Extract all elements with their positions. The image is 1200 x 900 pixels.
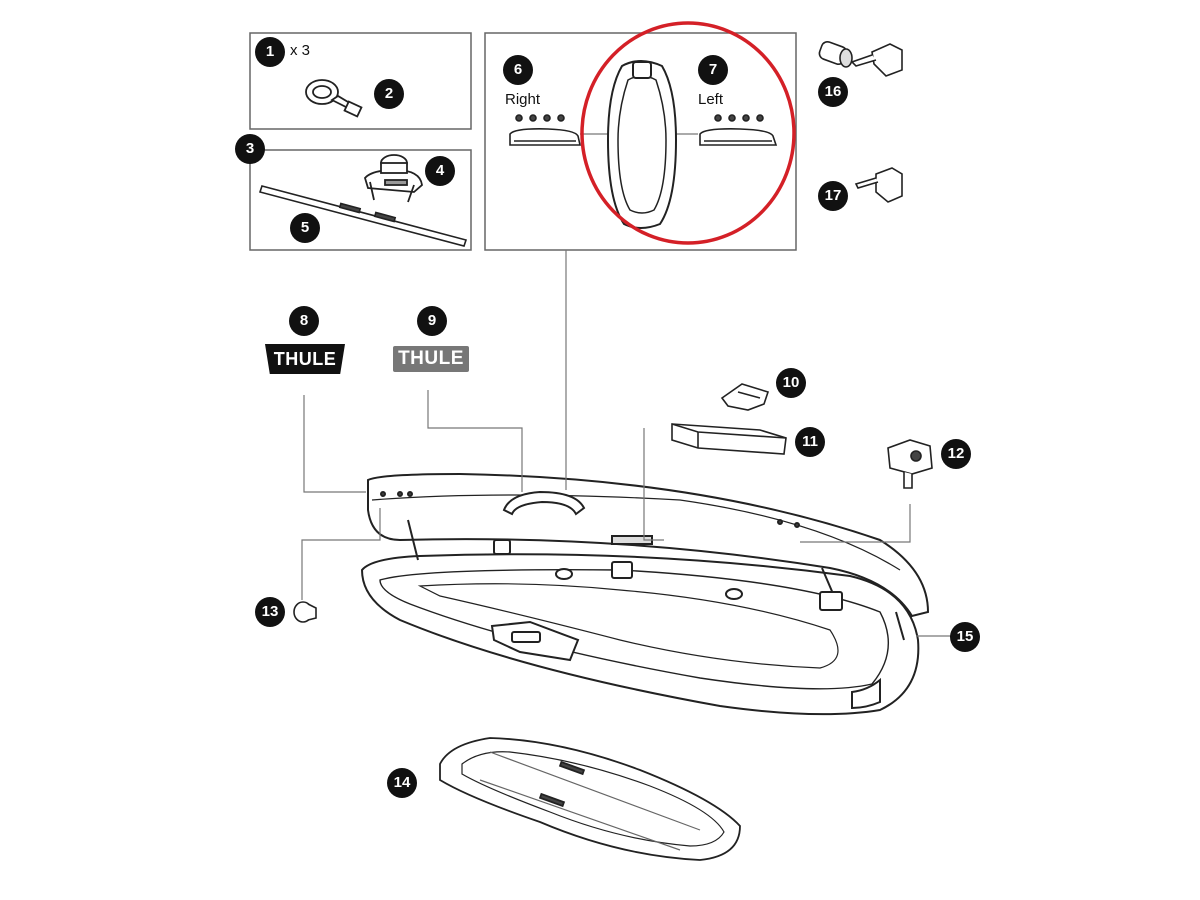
- leader-lines: [301, 250, 952, 637]
- left-label: Left: [698, 91, 724, 108]
- callout-10: 10: [776, 368, 806, 398]
- callout-17: 17: [818, 181, 848, 211]
- callout-12: 12: [941, 439, 971, 469]
- callout-11: 11: [795, 427, 825, 457]
- thule-logo-9: THULE: [393, 346, 469, 372]
- handle-left-part: [699, 114, 778, 146]
- roof-box-main: [360, 472, 930, 716]
- quantity-label: x 3: [290, 42, 311, 59]
- key-part: [854, 167, 903, 203]
- cap-part: [293, 601, 317, 623]
- callout-9: 9: [417, 306, 447, 336]
- lock-cylinder-part: [818, 40, 903, 77]
- callout-13: 13: [255, 597, 285, 627]
- callout-16: 16: [818, 77, 848, 107]
- callout-8: 8: [289, 306, 319, 336]
- thule-logo-8: THULE: [265, 344, 345, 374]
- bracket-part: [720, 383, 770, 411]
- right-label: Right: [505, 91, 541, 108]
- floor-mat-part: [439, 737, 741, 861]
- strap-part: [305, 79, 363, 118]
- callout-2: 2: [374, 79, 404, 109]
- callout-7: 7: [698, 55, 728, 85]
- callout-4: 4: [425, 156, 455, 186]
- latch-part: [887, 439, 933, 489]
- rail-part: [258, 185, 468, 247]
- panel-straps: [249, 32, 472, 130]
- highlight-ring: [580, 21, 796, 245]
- fitting-knob-part: [363, 154, 423, 203]
- callout-6: 6: [503, 55, 533, 85]
- callout-1: 1: [255, 37, 285, 67]
- callout-3: 3: [235, 134, 265, 164]
- box-top-view: [606, 60, 678, 229]
- callout-14: 14: [387, 768, 417, 798]
- handle-right-part: [509, 114, 581, 146]
- panel-mounting-kit: [249, 149, 472, 251]
- foam-block-part: [671, 423, 787, 455]
- callout-5: 5: [290, 213, 320, 243]
- callout-15: 15: [950, 622, 980, 652]
